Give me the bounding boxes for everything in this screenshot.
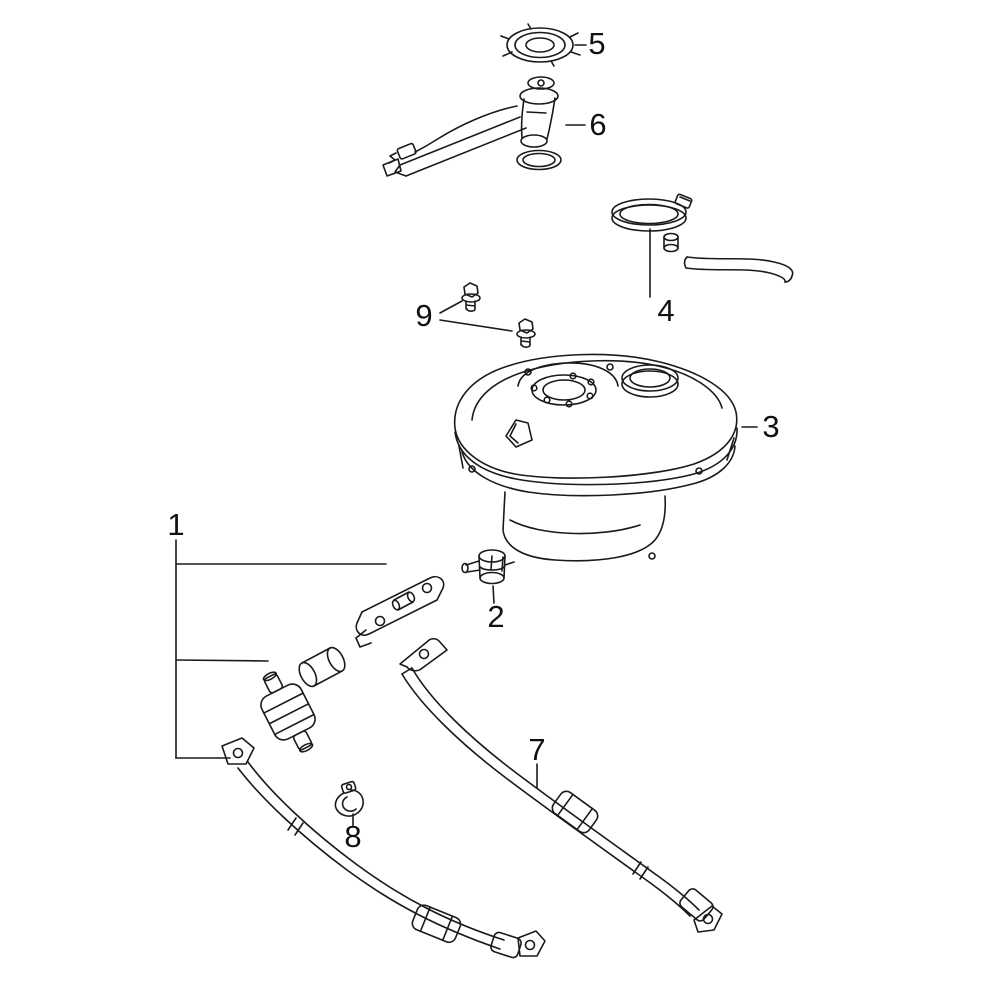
callout-9: 9 [415,298,433,333]
callout-4: 4 [657,293,675,328]
part-7-fuel-hoses [221,637,723,959]
part-9-bolts [439,282,536,348]
part-2-fuel-valve [461,549,515,604]
part-3-fuel-tank [453,353,758,572]
callout-3: 3 [762,409,780,444]
part-6-fuel-pump-assembly [382,76,586,177]
part-8-hose-clamp [334,780,364,827]
part-5-cap-ring [500,23,587,67]
callout-5: 5 [588,26,606,61]
callout-1: 1 [167,507,185,542]
callout-6: 6 [589,107,607,142]
part-1-filter-assembly [175,539,445,759]
callout-8: 8 [344,819,362,854]
leader-9b [439,319,513,332]
callout-2: 2 [487,599,505,634]
leader-2 [492,585,495,604]
callout-7: 7 [528,732,546,767]
leader-9a [439,300,463,314]
part-4-clamp-and-tube [611,193,794,298]
